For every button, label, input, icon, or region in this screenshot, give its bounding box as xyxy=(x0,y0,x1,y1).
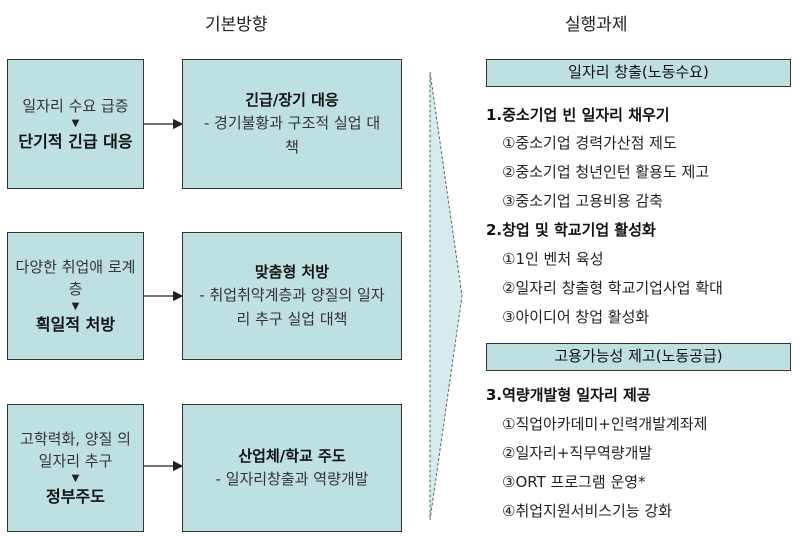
right-box-2-desc: - 취업취약계층과 양질의 일자리 추구 실업 대책 xyxy=(199,286,385,328)
task-item: ③중소기업 고용비용 감축 xyxy=(502,192,663,210)
task-item: ④취업지원서비스기능 강화 xyxy=(502,502,673,520)
left-box-3-cause: 고학력화, 양질 의 일자리 추구 xyxy=(20,430,131,470)
task-heading-2: 2.창업 및 학교기업 활성화 xyxy=(486,221,656,239)
right-box-2-title: 맞춤형 처방 xyxy=(254,263,330,281)
task-item: ③ORT 프로그램 운영* xyxy=(502,473,646,491)
right-box-3-desc: - 일자리창출과 역량개발 xyxy=(215,470,369,488)
left-box-1: 일자리 수요 급증 ▼ 단기적 긴급 대응 xyxy=(7,59,144,189)
big-chevron-arrow xyxy=(429,71,463,521)
down-arrow-icon: ▼ xyxy=(71,118,80,129)
task-item: ①1인 벤처 육성 xyxy=(502,250,604,268)
section-title-labor-demand: 일자리 창출(노동수요) xyxy=(486,59,791,87)
right-box-1-desc: - 경기불황과 구조적 실업 대책 xyxy=(203,114,381,156)
right-box-3-title: 산업체/학교 주도 xyxy=(238,447,346,465)
task-heading-1: 1.중소기업 빈 일자리 채우기 xyxy=(486,106,670,124)
task-item: ①중소기업 경력가산점 제도 xyxy=(502,134,677,152)
left-box-2-response: 획일적 처방 xyxy=(35,315,116,334)
left-box-2: 다양한 취업애 로계층 ▼ 획일적 처방 xyxy=(7,232,144,360)
down-arrow-icon: ▼ xyxy=(71,301,80,312)
left-box-3-response: 정부주도 xyxy=(46,487,105,506)
task-heading-3: 3.역량개발형 일자리 제공 xyxy=(486,386,651,404)
header-basic-direction: 기본방향 xyxy=(205,15,268,35)
task-item: ②일자리+직무역량개발 xyxy=(502,444,653,462)
task-item: ①직업아카데미+인력개발계좌제 xyxy=(502,415,708,433)
task-item: ③아이디어 창업 활성화 xyxy=(502,308,650,326)
left-box-1-response: 단기적 긴급 대응 xyxy=(18,132,133,151)
section-title-labor-supply: 고용가능성 제고(노동공급) xyxy=(486,343,791,371)
right-box-3: 산업체/학교 주도 - 일자리창출과 역량개발 xyxy=(182,404,402,532)
left-box-2-cause: 다양한 취업애 로계층 xyxy=(15,258,136,298)
down-arrow-icon: ▼ xyxy=(71,473,80,484)
right-box-1: 긴급/장기 대응 - 경기불황과 구조적 실업 대책 xyxy=(182,59,402,189)
left-box-1-cause: 일자리 수요 급증 xyxy=(22,97,129,115)
left-box-3: 고학력화, 양질 의 일자리 추구 ▼ 정부주도 xyxy=(7,404,144,532)
header-action-tasks: 실행과제 xyxy=(565,15,628,35)
right-box-2: 맞춤형 처방 - 취업취약계층과 양질의 일자리 추구 실업 대책 xyxy=(182,232,402,360)
right-box-1-title: 긴급/장기 대응 xyxy=(245,91,339,109)
task-item: ②일자리 창출형 학교기업사업 확대 xyxy=(502,279,723,297)
task-item: ②중소기업 청년인턴 활용도 제고 xyxy=(502,163,710,181)
